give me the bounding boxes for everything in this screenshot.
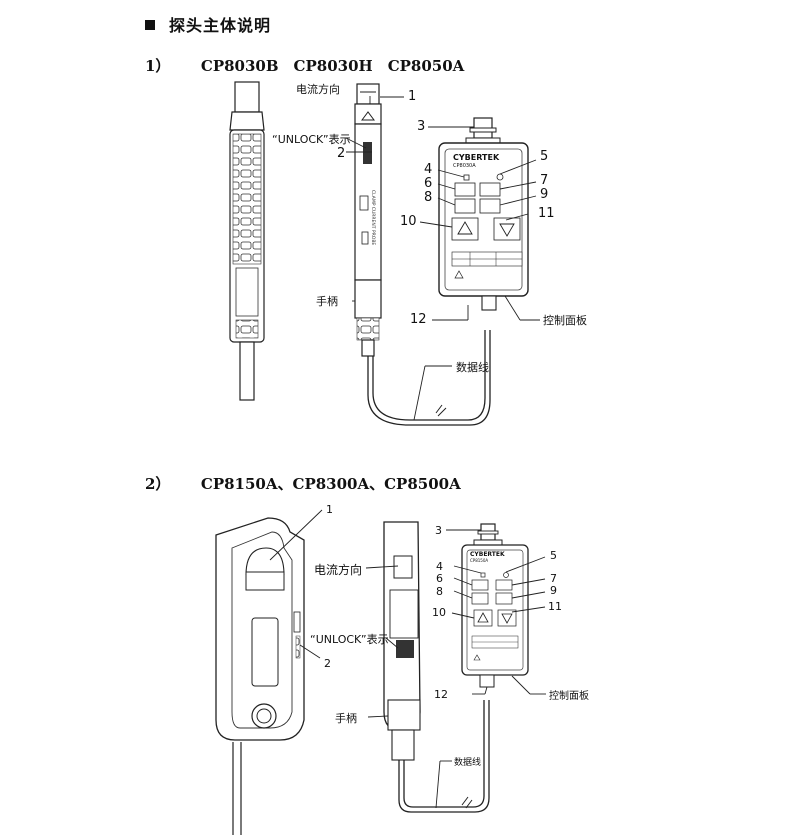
callout-12-g1: 12 bbox=[410, 312, 427, 327]
callout-1-g2: 1 bbox=[326, 503, 333, 516]
callout-5-g1: 5 bbox=[540, 149, 549, 164]
callout-5-g2: 5 bbox=[550, 549, 557, 562]
label-unlock-2: “UNLOCK”表示 bbox=[310, 633, 389, 646]
group-1-header: 1） CP8030B CP8030H CP8050A bbox=[145, 55, 464, 76]
panel-brand-1: CYBERTEK bbox=[453, 153, 500, 162]
label-current-direction-1: 电流方向 bbox=[296, 83, 340, 96]
callout-7-g1: 7 bbox=[540, 173, 549, 188]
control-panel-box-2 bbox=[461, 544, 529, 688]
callout-11-g2: 11 bbox=[548, 600, 562, 613]
callout-8-g2: 8 bbox=[436, 585, 443, 598]
group-2-header: 2） CP8150A、CP8300A、CP8500A bbox=[145, 473, 461, 494]
leader-lines-1 bbox=[345, 96, 540, 421]
bnc-connector-1 bbox=[465, 117, 501, 145]
callout-9-g1: 9 bbox=[540, 187, 549, 202]
probe-side-view-1: CLAMP CURRENT PROBE bbox=[354, 83, 382, 357]
label-handle-1: 手柄 bbox=[316, 295, 338, 308]
section-title-text: 探头主体说明 bbox=[169, 16, 272, 35]
label-cable-2: 数据线 bbox=[454, 758, 482, 768]
panel-model-2: CP8150A bbox=[470, 558, 488, 563]
group-2-models: CP8150A、CP8300A、CP8500A bbox=[200, 475, 461, 493]
callout-7-g2: 7 bbox=[550, 572, 557, 585]
square-bullet-icon bbox=[145, 20, 155, 30]
probe-side-view-2 bbox=[383, 521, 421, 761]
callout-4-g1: 4 bbox=[424, 162, 433, 177]
callout-1-g1: 1 bbox=[408, 89, 417, 104]
callout-9-g2: 9 bbox=[550, 584, 557, 597]
leader-lines-2 bbox=[269, 509, 546, 809]
probe-clamp-view-2 bbox=[215, 517, 305, 835]
cable-line-1 bbox=[367, 330, 491, 426]
bnc-connector-2 bbox=[473, 523, 503, 546]
callout-6-g2: 6 bbox=[436, 572, 443, 585]
callout-4-g2: 4 bbox=[436, 560, 443, 573]
group-1-index: 1） bbox=[145, 57, 171, 75]
callout-2-g1: 2 bbox=[337, 146, 346, 161]
label-control-panel-1: 控制面板 bbox=[543, 314, 587, 327]
control-panel-box-1 bbox=[438, 142, 529, 311]
label-unlock-1: “UNLOCK”表示 bbox=[272, 133, 351, 146]
callout-12-g2: 12 bbox=[434, 688, 448, 701]
svg-text:CLAMP CURRENT PROBE: CLAMP CURRENT PROBE bbox=[370, 190, 376, 245]
section-title: 探头主体说明 bbox=[145, 12, 271, 36]
callout-8-g1: 8 bbox=[424, 190, 433, 205]
label-cable-1: 数据线 bbox=[456, 361, 489, 374]
group-1-models: CP8030B CP8030H CP8050A bbox=[200, 57, 465, 75]
callout-10-g1: 10 bbox=[400, 214, 417, 229]
callout-6-g1: 6 bbox=[424, 176, 433, 191]
label-handle-2: 手柄 bbox=[335, 712, 357, 725]
callout-3-g1: 3 bbox=[417, 119, 426, 134]
callout-11-g1: 11 bbox=[538, 206, 555, 221]
label-current-direction-2: 电流方向 bbox=[314, 563, 363, 577]
label-control-panel-2: 控制面板 bbox=[549, 691, 589, 702]
panel-brand-2: CYBERTEK bbox=[470, 551, 505, 558]
probe-front-view-1 bbox=[229, 81, 265, 401]
group-2-index: 2） bbox=[145, 475, 171, 493]
callout-10-g2: 10 bbox=[432, 606, 446, 619]
panel-model-1: CP8030A bbox=[453, 163, 476, 169]
callout-3-g2: 3 bbox=[435, 524, 442, 537]
callout-2-g2: 2 bbox=[324, 657, 331, 670]
